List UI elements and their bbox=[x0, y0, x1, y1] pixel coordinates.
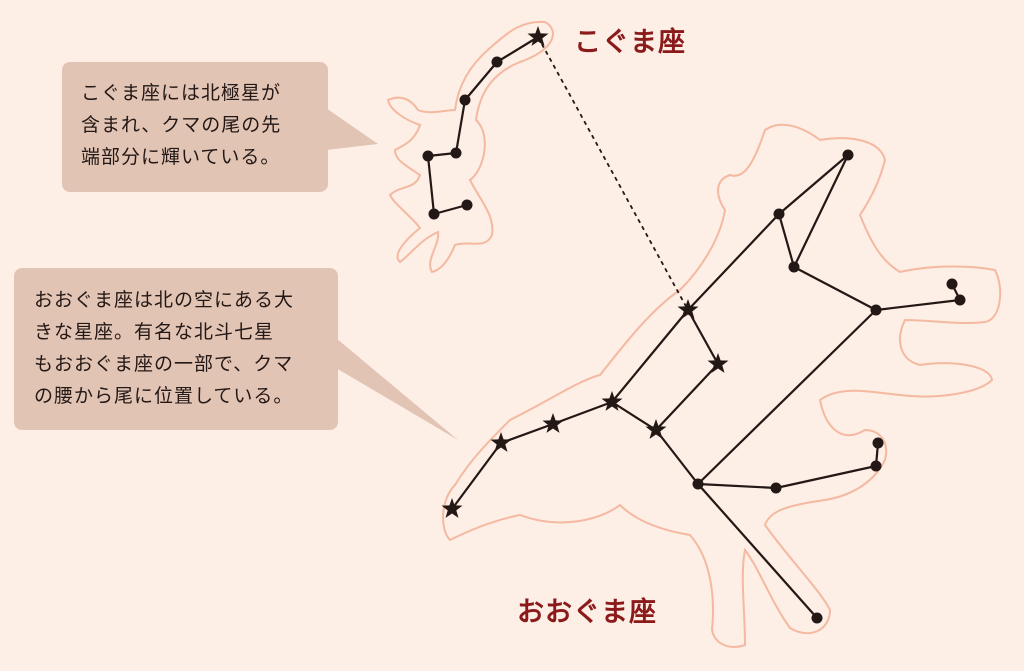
star-icon bbox=[490, 432, 512, 452]
constellation-line bbox=[875, 298, 961, 312]
pointer-dashed-line bbox=[537, 36, 689, 311]
callout-line: おおぐま座は北の空にある大 bbox=[34, 289, 295, 311]
callout-line: こぐま座には北極星が bbox=[81, 82, 282, 104]
star-dot bbox=[946, 278, 958, 290]
star-icon bbox=[441, 498, 463, 518]
constellation-line bbox=[778, 154, 849, 215]
constellation-line bbox=[775, 464, 877, 490]
star-icon bbox=[677, 299, 699, 319]
little-dipper-title: こぐま座 bbox=[574, 27, 686, 58]
constellation-line bbox=[655, 429, 699, 485]
callout-pointer-big bbox=[336, 338, 458, 440]
callout-line: 端部分に輝いている。 bbox=[81, 146, 281, 168]
callout-line: 含まれ、クマの尾の先 bbox=[81, 114, 282, 136]
star-dot bbox=[491, 56, 503, 68]
star-dot bbox=[459, 94, 471, 106]
great-bear-outline bbox=[442, 123, 1002, 648]
star-dot bbox=[422, 150, 434, 162]
great-bear-title: おおぐま座 bbox=[517, 597, 657, 628]
callout-big-dipper: おおぐま座は北の空にある大 きな星座。有名な北斗七星 もおおぐま座の一部で、クマ… bbox=[14, 268, 338, 430]
star-dot bbox=[770, 482, 782, 494]
constellation-line bbox=[687, 213, 780, 311]
star-icon bbox=[601, 391, 623, 411]
constellation-line bbox=[426, 155, 436, 215]
constellation-line bbox=[433, 203, 468, 216]
constellation-line bbox=[611, 309, 689, 403]
constellation-line bbox=[496, 36, 539, 63]
constellation-line bbox=[454, 99, 467, 154]
star-dot bbox=[870, 460, 882, 472]
callout-little-dipper: こぐま座には北極星が 含まれ、クマの尾の先 端部分に輝いている。 bbox=[62, 62, 328, 192]
callout-line: もおおぐま座の一部で、クマ bbox=[34, 353, 294, 375]
star-icon bbox=[645, 419, 667, 439]
star-icon bbox=[527, 26, 549, 46]
star-dot bbox=[870, 304, 882, 316]
star-dot bbox=[811, 612, 823, 624]
constellation-line bbox=[552, 400, 613, 426]
constellation-line bbox=[793, 154, 849, 268]
callout-line: の腰から尾に位置している。 bbox=[34, 385, 294, 407]
constellation-line bbox=[793, 266, 877, 311]
star-icon bbox=[542, 413, 564, 433]
star-dot bbox=[842, 149, 854, 161]
star-icon bbox=[707, 353, 729, 373]
constellation-line bbox=[697, 483, 818, 619]
star-dot bbox=[428, 208, 440, 220]
constellation-line bbox=[464, 61, 498, 101]
constellation-line bbox=[777, 213, 796, 268]
star-dot bbox=[461, 199, 473, 211]
little-bear-outline bbox=[386, 20, 554, 274]
star-dot bbox=[450, 147, 462, 159]
constellation-lines bbox=[426, 36, 961, 619]
star-dot bbox=[773, 208, 785, 220]
constellation-line bbox=[687, 309, 719, 365]
constellation-line bbox=[697, 309, 877, 485]
star-dot bbox=[788, 261, 800, 273]
constellation-line bbox=[611, 401, 657, 431]
star-dot bbox=[872, 437, 884, 449]
constellation-line bbox=[697, 482, 777, 490]
star-dot bbox=[954, 294, 966, 306]
constellation-line bbox=[655, 363, 719, 431]
callout-pointer-little bbox=[326, 108, 378, 150]
callout-line: きな星座。有名な北斗七星 bbox=[34, 321, 275, 343]
star-dot bbox=[692, 478, 704, 490]
constellation-line bbox=[451, 442, 502, 510]
